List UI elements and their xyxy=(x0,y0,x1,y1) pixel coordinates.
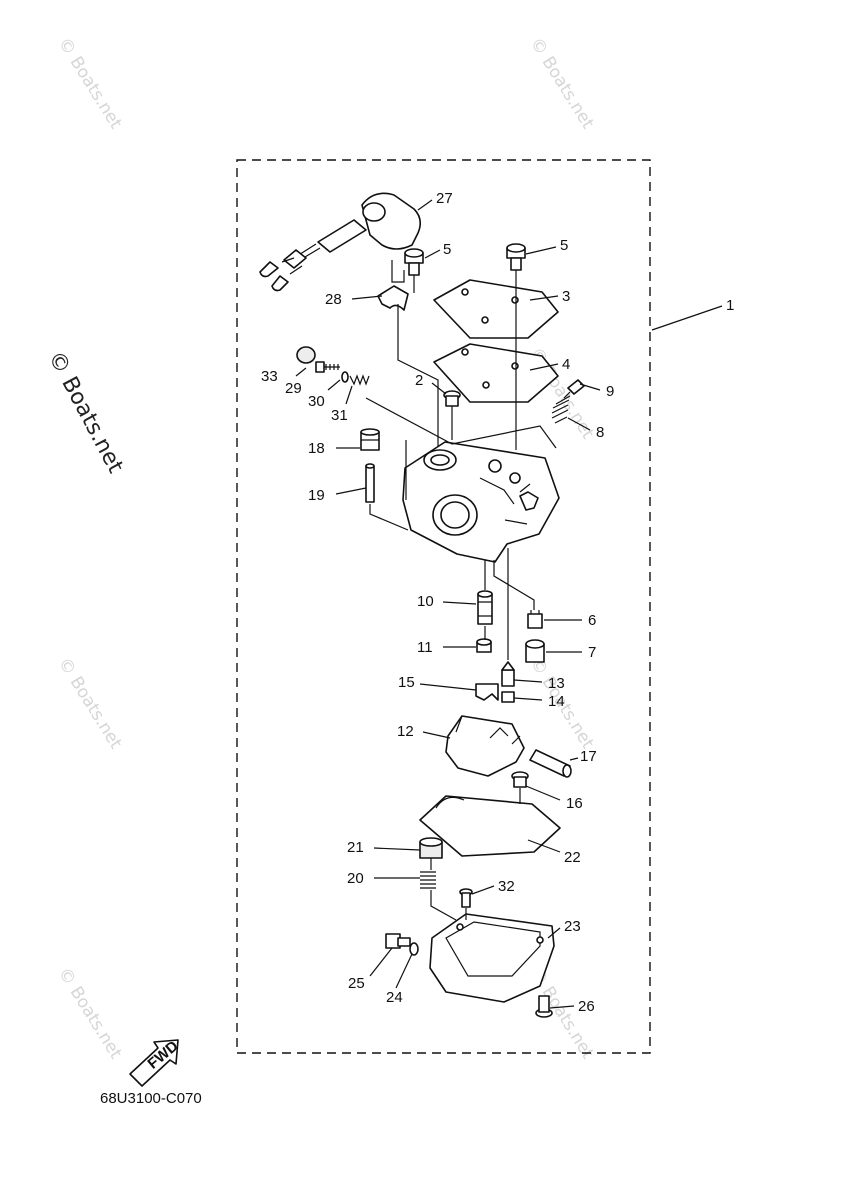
part-11-main-jet xyxy=(476,638,492,653)
callout-19: 19 xyxy=(308,487,325,504)
watermark-group: © Boats.net © Boats.net © Boats.net © Bo… xyxy=(54,34,598,1063)
part-21-collar xyxy=(419,837,443,859)
callout-14: 14 xyxy=(548,693,565,710)
callout-7: 7 xyxy=(588,644,596,661)
part-29-pilot-screw xyxy=(315,361,340,373)
callout-21: 21 xyxy=(347,839,364,856)
part-25-drain-screw xyxy=(385,933,411,949)
part-23-float-bowl xyxy=(429,913,555,1003)
callout-20: 20 xyxy=(347,870,364,887)
part-28-clip xyxy=(377,260,409,311)
callout-11: 11 xyxy=(417,639,433,656)
callout-31: 31 xyxy=(331,407,348,424)
callout-18: 18 xyxy=(308,440,325,457)
part-6-plug xyxy=(527,610,543,629)
callout-25: 25 xyxy=(348,975,365,992)
callout-12: 12 xyxy=(397,723,414,740)
callout-4: 4 xyxy=(562,356,570,373)
part-30-oring xyxy=(341,371,349,383)
part-10-jet xyxy=(477,590,493,625)
callout-26: 26 xyxy=(578,998,595,1015)
leader-lines xyxy=(295,199,723,1009)
part-18-fitting xyxy=(360,428,380,451)
forward-arrow-icon: FWD xyxy=(129,1037,182,1087)
part-14-valve-seat xyxy=(501,691,515,703)
part-12-float xyxy=(445,715,525,777)
part-8-spring xyxy=(551,395,571,424)
part-19-pin xyxy=(365,463,375,503)
callout-13: 13 xyxy=(548,675,565,692)
part-17-float-pin xyxy=(529,749,572,778)
part-4-gasket xyxy=(433,343,559,403)
callout-5: 5 xyxy=(443,241,451,258)
part-3-cover-plate xyxy=(433,279,559,339)
watermark: © Boats.net xyxy=(54,654,126,753)
part-9-screw xyxy=(563,379,585,399)
part-13-needle-valve xyxy=(501,661,515,687)
callout-16: 16 xyxy=(566,795,583,812)
part-2-screw xyxy=(443,390,461,407)
watermark: © Boats.net xyxy=(54,34,126,133)
callout-29: 29 xyxy=(285,380,302,397)
callout-32: 32 xyxy=(498,878,515,895)
part-16-screw xyxy=(511,771,529,788)
callout-33: 33 xyxy=(261,368,278,385)
callout-1: 1 xyxy=(726,297,734,314)
part-26-screw xyxy=(535,995,553,1018)
callout-30: 30 xyxy=(308,393,325,410)
part-20-spring xyxy=(420,871,436,889)
callout-2: 2 xyxy=(415,372,423,389)
callout-28: 28 xyxy=(325,291,342,308)
callout-10: 10 xyxy=(417,593,434,610)
part-27-connector xyxy=(259,192,422,292)
carburetor-body xyxy=(402,441,560,563)
callout-22: 22 xyxy=(564,849,581,866)
part-5-screw-right xyxy=(506,243,526,271)
watermark: © Boats.net xyxy=(526,34,598,133)
callout-24: 24 xyxy=(386,989,403,1006)
part-5-screw-left xyxy=(404,248,424,276)
watermark: © Boats.net xyxy=(54,964,126,1063)
callout-27: 27 xyxy=(436,190,453,207)
diagram-code: 68U3100-C070 xyxy=(100,1090,202,1107)
part-22-float-bowl-gasket xyxy=(419,795,561,857)
callout-9: 9 xyxy=(606,383,614,400)
assembly-boundary xyxy=(236,159,651,1054)
part-15-clip xyxy=(475,683,499,701)
callout-15: 15 xyxy=(398,674,415,691)
part-33-cap xyxy=(296,346,316,364)
part-32-screw xyxy=(459,888,473,908)
callout-5: 5 xyxy=(560,237,568,254)
callout-labels: 1 2 3 4 5 5 6 7 8 9 10 11 12 13 14 15 16… xyxy=(261,190,734,1015)
callout-8: 8 xyxy=(596,424,604,441)
part-31-spring xyxy=(349,374,370,386)
callout-6: 6 xyxy=(588,612,596,629)
callout-23: 23 xyxy=(564,918,581,935)
side-watermark: © Boats.net xyxy=(43,347,128,478)
callout-17: 17 xyxy=(580,748,597,765)
part-7-cap xyxy=(525,639,545,663)
callout-3: 3 xyxy=(562,288,570,305)
part-24-washer xyxy=(409,942,419,956)
